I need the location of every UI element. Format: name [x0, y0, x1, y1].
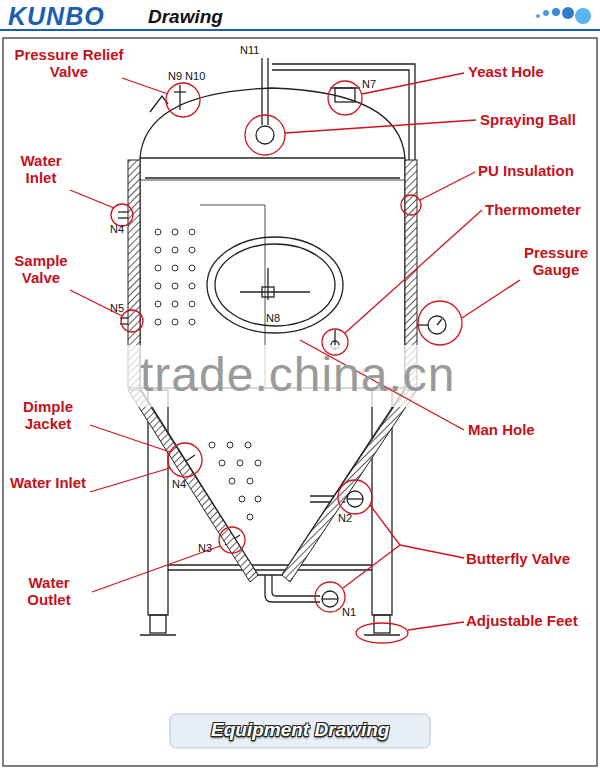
part-label: Pressure Relief Valve — [14, 46, 124, 80]
callout-number: N4 — [110, 223, 124, 235]
callout-number: N8 — [266, 312, 280, 324]
part-label: PU Insulation — [478, 162, 574, 179]
brand-logo: KUNBO — [8, 2, 105, 31]
part-label: Butterfly Valve — [466, 550, 570, 567]
part-label: Water Inlet — [8, 474, 88, 491]
part-label: Dimple Jacket — [8, 398, 88, 432]
callout-number: N4 — [172, 478, 186, 490]
callout-number: N5 — [110, 302, 124, 314]
part-label: Water Inlet — [8, 152, 74, 186]
callout-number: N7 — [362, 78, 376, 90]
part-label: Spraying Ball — [480, 111, 576, 128]
part-label: Thermometer — [485, 201, 581, 218]
callout-number: N3 — [198, 542, 212, 554]
part-label: Man Hole — [468, 421, 535, 438]
part-label: Yeast Hole — [468, 63, 544, 80]
part-label: Water Outlet — [8, 574, 90, 608]
callout-number: N1 — [342, 606, 356, 618]
header-title: Drawing — [148, 6, 223, 28]
part-label: Pressure Gauge — [516, 244, 596, 278]
watermark: trade.china.cn — [140, 347, 456, 402]
callout-number: N9 N10 — [168, 70, 205, 82]
part-label: Adjustable Feet — [466, 612, 578, 629]
callout-number: N11 — [240, 44, 259, 56]
callout-number: N2 — [338, 512, 352, 524]
part-label: Sample Valve — [8, 252, 74, 286]
caption: Equipment Drawing — [211, 719, 389, 741]
